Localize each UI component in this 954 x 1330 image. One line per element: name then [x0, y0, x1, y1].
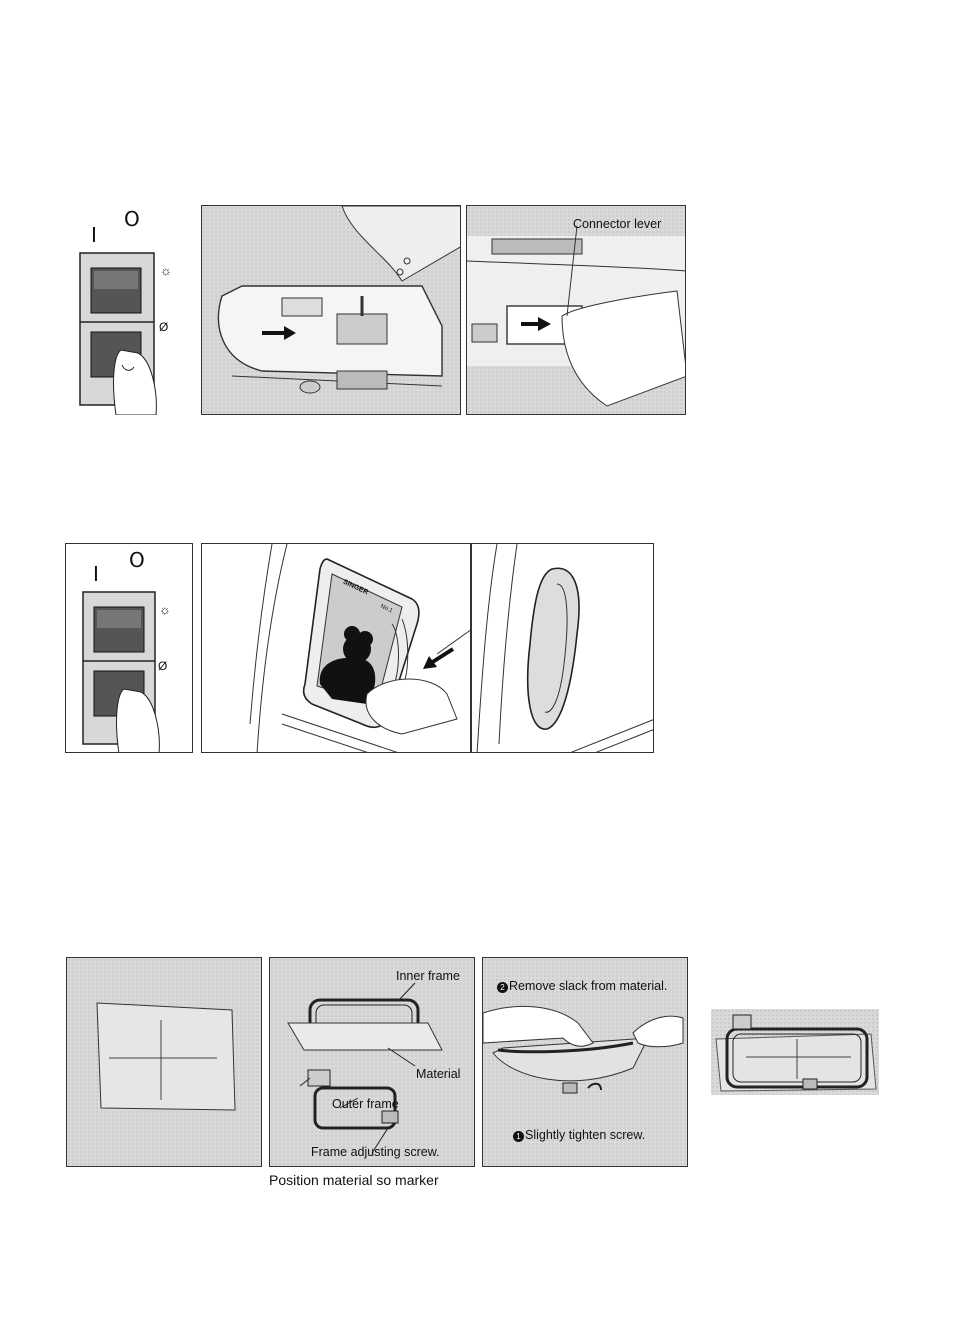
material-drawing	[67, 958, 262, 1167]
card-insert-illustration: SINGER No.1	[201, 543, 471, 753]
step1-text: Slightly tighten screw.	[525, 1128, 645, 1142]
power-icon: Ø	[158, 659, 167, 673]
arrow-right-icon	[519, 314, 555, 334]
slot-drawing	[472, 544, 654, 753]
step2-text: Remove slack from material.	[509, 979, 667, 993]
inner-frame-label: Inner frame	[396, 969, 460, 983]
material-marker-illustration	[66, 957, 262, 1167]
power-switch-illustration-2: I O ☼ Ø	[65, 543, 193, 753]
card-inserted-illustration	[471, 543, 654, 753]
power-switch-illustration: I O ☼ Ø	[66, 205, 190, 415]
arrow-left-icon	[417, 647, 457, 677]
switch-drawing	[66, 205, 190, 415]
lamp-icon: ☼	[160, 263, 172, 278]
machine-attach-illustration	[201, 205, 461, 415]
arrow-right-icon	[260, 323, 300, 343]
hooped-drawing	[711, 1009, 879, 1095]
connector-lever-illustration: Connector lever	[466, 205, 686, 415]
outer-frame-label: Outer frame	[332, 1097, 399, 1111]
lever-drawing	[467, 206, 686, 415]
machine-drawing	[202, 206, 461, 415]
power-icon: Ø	[159, 320, 168, 334]
step2-number: 2	[497, 982, 508, 993]
connector-lever-label: Connector lever	[573, 217, 661, 231]
lamp-icon: ☼	[159, 602, 171, 617]
hoop-drawing	[270, 958, 475, 1167]
hooped-material-illustration	[711, 1009, 879, 1095]
switch-drawing-2	[66, 544, 193, 753]
position-caption: Position material so marker	[269, 1172, 439, 1188]
material-label: Material	[416, 1067, 460, 1081]
step1-number: 1	[513, 1131, 524, 1142]
frame-adjusting-screw-label: Frame adjusting screw.	[311, 1145, 440, 1159]
hoop-parts-illustration: Inner frame Material Outer frame Frame a…	[269, 957, 475, 1167]
